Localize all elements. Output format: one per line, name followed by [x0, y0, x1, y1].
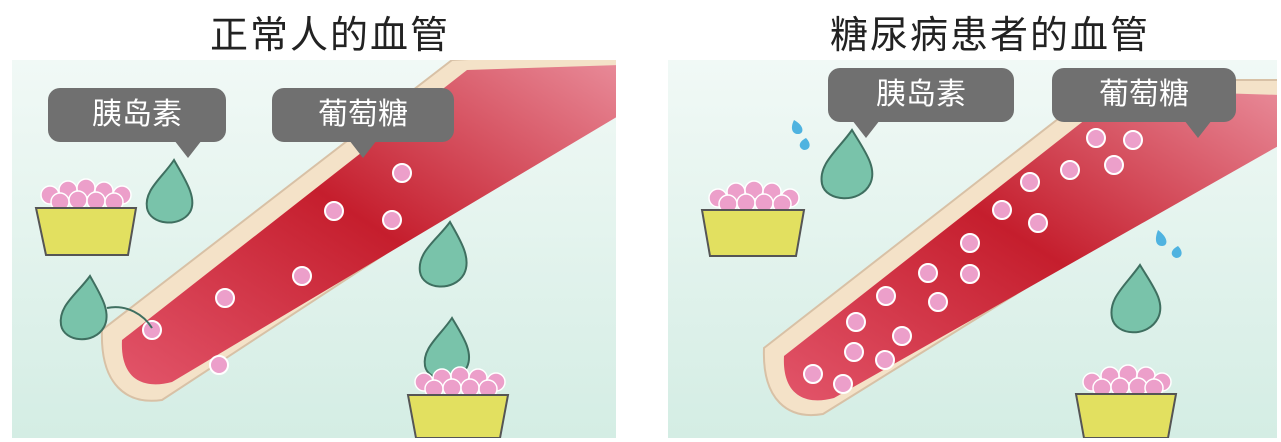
panel-diabetic: 胰岛素 葡萄糖 — [668, 60, 1277, 438]
glucose-basket — [406, 366, 510, 438]
vessel-blood — [121, 65, 616, 385]
glucose-basket — [34, 178, 138, 256]
insulin-character — [820, 128, 874, 200]
panel-normal: 胰岛素 葡萄糖 — [12, 60, 616, 438]
sweat-drops — [1155, 230, 1182, 258]
title-normal-vessel: 正常人的血管 — [209, 13, 450, 57]
diabetic-vessel-illustration — [668, 60, 1277, 438]
glucose-dot — [392, 163, 412, 183]
glucose-basket — [1074, 364, 1178, 438]
vessel-blood — [783, 90, 1277, 401]
insulin-character — [1110, 263, 1162, 334]
insulin-character — [145, 158, 194, 224]
glucose-dot — [292, 266, 312, 286]
glucose-basket — [700, 180, 806, 257]
glucose-label-bubble: 葡萄糖 — [272, 88, 454, 158]
insulin-label-bubble: 胰岛素 — [828, 68, 1014, 138]
insulin-label-bubble: 胰岛素 — [48, 88, 226, 158]
glucose-dot — [142, 320, 162, 340]
glucose-dot — [382, 210, 402, 230]
insulin-character — [418, 220, 468, 288]
glucose-label-bubble: 葡萄糖 — [1052, 68, 1236, 138]
glucose-dot — [324, 201, 344, 221]
glucose-dot — [215, 288, 235, 308]
insulin-character — [59, 274, 153, 341]
title-diabetic-vessel: 糖尿病患者的血管 — [829, 13, 1150, 57]
glucose-dot — [209, 355, 229, 375]
sweat-drops — [791, 120, 810, 150]
